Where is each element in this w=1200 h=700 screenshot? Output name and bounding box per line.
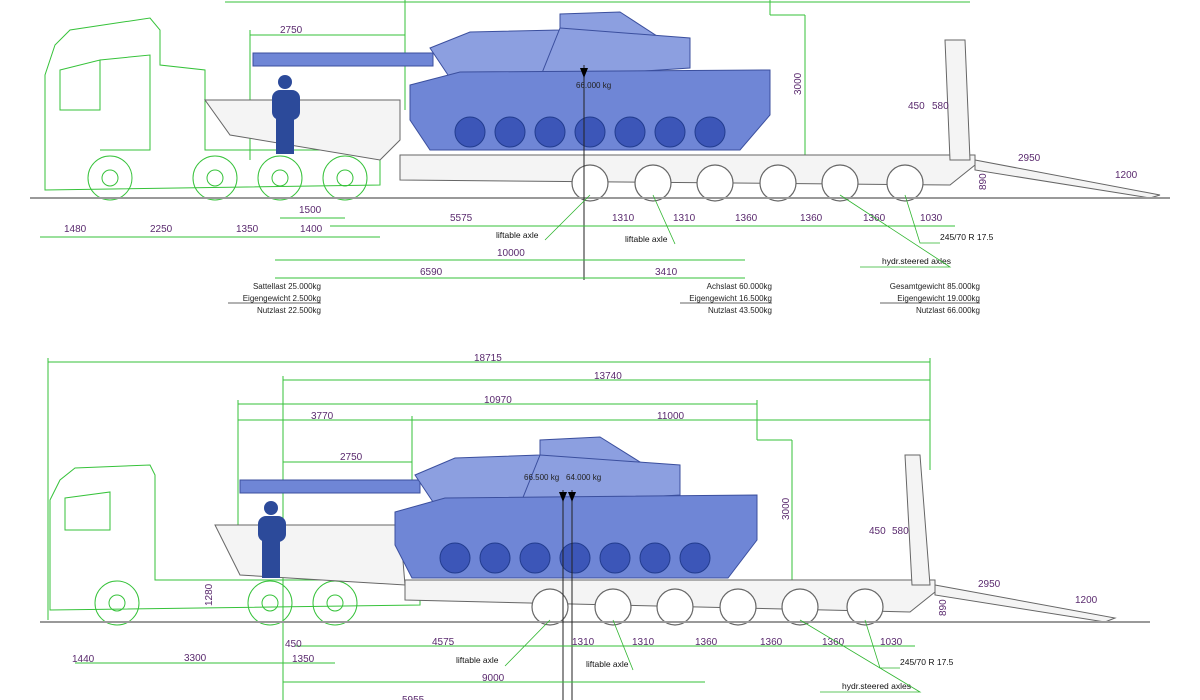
dim-3410: 3410 <box>655 267 678 278</box>
dim-1440: 1440 <box>72 654 95 665</box>
load-arrow-icon <box>580 68 588 78</box>
dim-5955: 5955 <box>402 695 425 700</box>
dim-1030: 1030 <box>920 213 943 224</box>
weight-line: Sattellast 25.000kg <box>253 282 321 291</box>
dim-580: 580 <box>892 526 909 537</box>
tank-weight-label: 66.000 kg <box>576 81 611 90</box>
weights-axle: Achslast 60.000kg Eigengewicht 16.500kg … <box>689 282 772 315</box>
soldier-figure-bottom <box>258 501 286 578</box>
liftable-axle-label: liftable axle <box>625 234 668 244</box>
load-arrow-icon <box>568 492 576 502</box>
tyre-size-label: 245/70 R 17.5 <box>940 232 994 242</box>
dim-450: 450 <box>908 101 925 112</box>
trailer-wheels-top <box>571 164 924 202</box>
dim-580: 580 <box>932 101 949 112</box>
dim-1310: 1310 <box>673 213 696 224</box>
weight-line: Eigengewicht 19.000kg <box>897 294 980 303</box>
top-drawing: 66.000 kg 2750 3000 450 580 2950 1200 89… <box>30 0 1170 315</box>
dim-trailer: 13740 <box>594 371 622 382</box>
dim-gun: 2750 <box>340 452 363 463</box>
hydr-steered-label: hydr.steered axles <box>882 256 951 266</box>
weight-line: Achslast 60.000kg <box>707 282 772 291</box>
gooseneck-top <box>204 99 401 161</box>
dim-1360: 1360 <box>822 637 845 648</box>
dim-front: 3770 <box>311 411 334 422</box>
weight-line: Nutzlast 66.000kg <box>916 306 980 315</box>
tank-top <box>252 11 771 151</box>
dim-450: 450 <box>869 526 886 537</box>
weight-line: Eigengewicht 2.500kg <box>243 294 321 303</box>
dim-2250: 2250 <box>150 224 173 235</box>
dim-ramp: 2950 <box>978 579 1001 590</box>
dim-1360: 1360 <box>760 637 783 648</box>
dim-450: 450 <box>285 639 302 650</box>
dim-1350: 1350 <box>236 224 259 235</box>
tyre-size-label: 245/70 R 17.5 <box>900 657 954 667</box>
weight-line: Eigengewicht 16.500kg <box>689 294 772 303</box>
dim-1360: 1360 <box>800 213 823 224</box>
dim-ramp-end: 1200 <box>1075 595 1098 606</box>
dim-5575: 5575 <box>450 213 473 224</box>
dim-1310: 1310 <box>572 637 595 648</box>
dim-9000: 9000 <box>482 673 505 684</box>
dim-1280: 1280 <box>204 583 215 606</box>
ramp-raised-bottom <box>904 454 931 586</box>
dim-ramp: 2950 <box>1018 153 1041 164</box>
dim-1360: 1360 <box>735 213 758 224</box>
dim-3300: 3300 <box>184 653 207 664</box>
dim-tank: 10970 <box>484 395 512 406</box>
dim-overall: 18715 <box>474 353 502 364</box>
dim-1030: 1030 <box>880 637 903 648</box>
load-arrow-icon <box>559 492 567 502</box>
tank-weight-label: 64.000 kg <box>566 473 601 482</box>
trailer-wheels-bottom <box>531 588 884 626</box>
dim-gun: 2750 <box>280 25 303 36</box>
liftable-axle-label: liftable axle <box>586 659 629 669</box>
weight-line: Gesamtgewicht 85.000kg <box>890 282 980 291</box>
dim-deck: 890 <box>978 173 989 190</box>
dim-4575: 4575 <box>432 637 455 648</box>
truck-tractor-top <box>44 17 381 201</box>
dim-1480: 1480 <box>64 224 87 235</box>
soldier-figure-top <box>272 75 300 154</box>
liftable-axle-label: liftable axle <box>456 655 499 665</box>
dim-1500: 1500 <box>299 205 322 216</box>
dim-1360: 1360 <box>863 213 886 224</box>
dim-10000: 10000 <box>497 248 525 259</box>
dim-deck: 890 <box>938 599 949 616</box>
dim-1360: 1360 <box>695 637 718 648</box>
hydr-steered-label: hydr.steered axles <box>842 681 911 691</box>
tank-bottom <box>239 436 758 579</box>
weight-line: Nutzlast 22.500kg <box>257 306 321 315</box>
bottom-drawing: 18715 13740 10970 3770 11000 2750 <box>40 353 1150 700</box>
weights-total: Gesamtgewicht 85.000kg Eigengewicht 19.0… <box>890 282 980 315</box>
gooseneck-bottom <box>214 524 406 586</box>
weights-kingpin: Sattellast 25.000kg Eigengewicht 2.500kg… <box>243 282 321 315</box>
dim-1310: 1310 <box>612 213 635 224</box>
tank-weight-label: 66.500 kg <box>524 473 559 482</box>
dim-rear: 11000 <box>657 411 685 422</box>
dim-height: 3000 <box>793 72 804 95</box>
liftable-axle-label: liftable axle <box>496 230 539 240</box>
dim-1350: 1350 <box>292 654 315 665</box>
dim-height: 3000 <box>781 497 792 520</box>
weight-line: Nutzlast 43.500kg <box>708 306 772 315</box>
dim-1400: 1400 <box>300 224 323 235</box>
ramp-raised-top <box>944 39 971 161</box>
dim-1310: 1310 <box>632 637 655 648</box>
dim-ramp-end: 1200 <box>1115 170 1138 181</box>
dim-6590: 6590 <box>420 267 443 278</box>
